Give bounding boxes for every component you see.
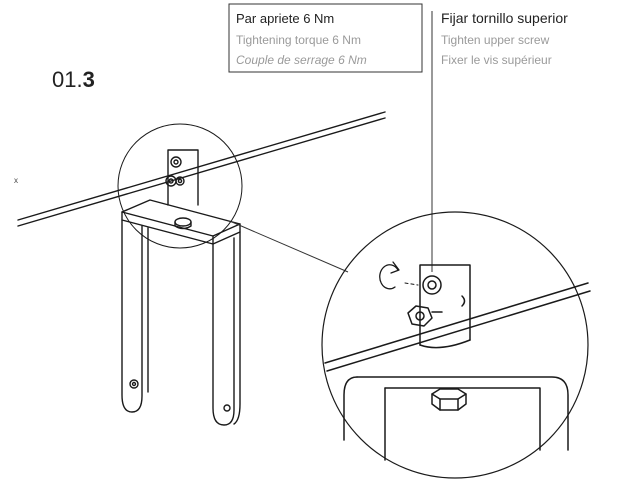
step-number: 01.3 <box>52 67 95 92</box>
step-prefix: 01. <box>52 67 83 92</box>
detail-circle-large <box>321 211 589 479</box>
step-number-bold: 3 <box>83 67 95 92</box>
zoomed-detail-view <box>321 211 591 479</box>
torque-label-fr: Couple de serrage 6 Nm <box>236 53 367 67</box>
rotation-arrow-icon <box>379 264 399 290</box>
zoom-stem <box>419 264 471 346</box>
screw-label-es: Fijar tornillo superior <box>441 10 568 26</box>
main-bracket-view <box>17 111 386 426</box>
screw-label-fr: Fixer le vis supérieur <box>441 53 552 67</box>
detail-circle-small <box>117 123 243 249</box>
screw-label-en: Tighten upper screw <box>441 33 550 47</box>
bracket-left-leg <box>121 219 143 413</box>
detail-connector <box>231 221 349 273</box>
bracket-right-leg <box>212 237 235 426</box>
left-mark: x <box>14 176 18 185</box>
torque-box <box>228 3 423 73</box>
zoom-top-plate <box>356 376 569 451</box>
torque-label-es: Par apriete 6 Nm <box>236 11 334 26</box>
torque-label-en: Tightening torque 6 Nm <box>236 33 361 47</box>
cable <box>17 111 386 221</box>
